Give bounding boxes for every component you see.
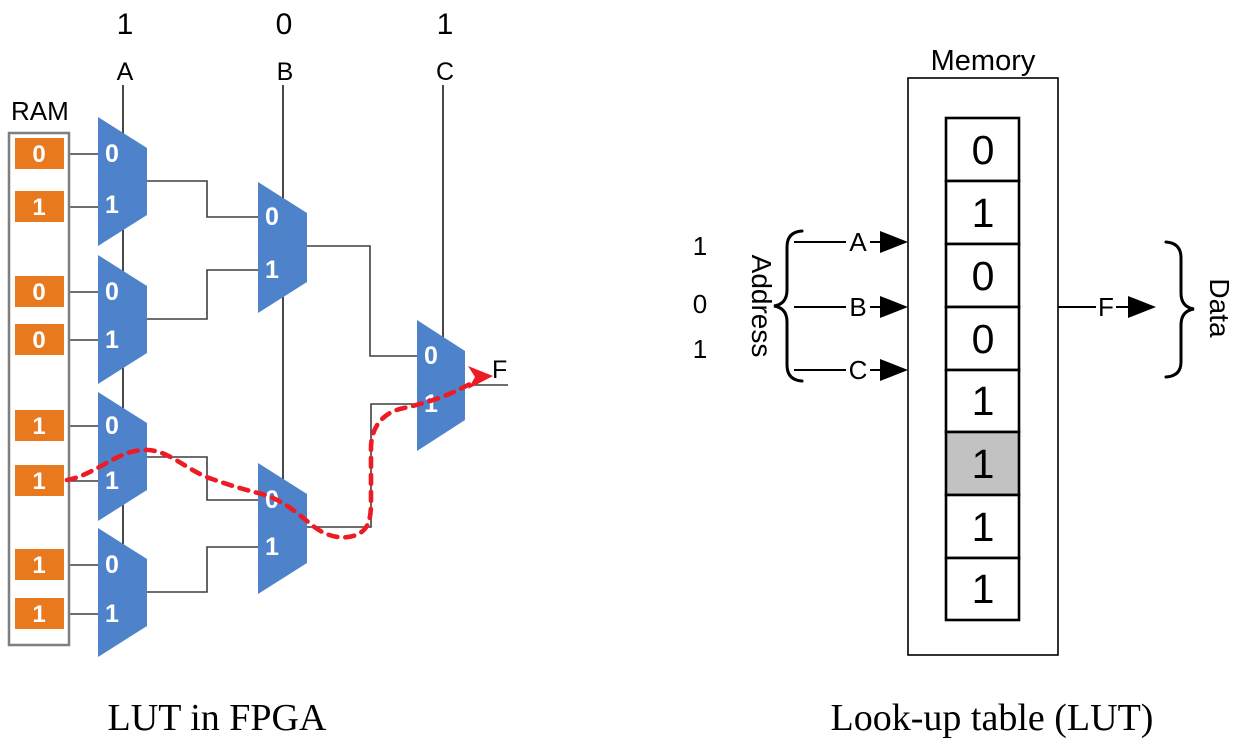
fpga-lut-diagram: 1 0 1 A B C RAM	[7, 8, 508, 739]
mux-port-1: 1	[105, 191, 119, 219]
mux-port-1: 1	[105, 467, 119, 495]
select-label-a: A	[117, 58, 134, 86]
select-value-c: 1	[437, 8, 454, 41]
data-label: Data	[1204, 278, 1233, 338]
memory-cells: 0 1 0 0 1 1 1 1	[944, 116, 1021, 622]
address-arrowhead-b	[880, 296, 908, 318]
ram-cell-value: 0	[32, 279, 45, 306]
select-label-b: B	[277, 58, 294, 86]
mux-port-0: 0	[265, 203, 279, 231]
memory-cell-value: 1	[972, 190, 995, 236]
address-bit-value-a: 1	[693, 231, 707, 261]
output-label-f: F	[492, 356, 507, 384]
ram-cell	[15, 324, 64, 355]
mux-stage2: 0 1 0 1	[258, 182, 307, 594]
select-value-a: 1	[117, 8, 134, 41]
memory-cell-value: 1	[972, 378, 995, 424]
mux-a1	[98, 117, 147, 246]
data-brace	[1164, 240, 1195, 379]
memory-cell-value: 1	[972, 441, 995, 487]
wire-mux-b1-out	[307, 245, 417, 357]
address-signal-a: A	[849, 227, 867, 257]
address-label: Address	[746, 255, 777, 358]
memory-cell-value: 0	[972, 127, 995, 173]
ram-cell-value: 1	[32, 601, 45, 628]
ram-cell-value: 0	[32, 327, 45, 354]
mux-stage1: 0 1 0 1 0 1 0 1	[98, 117, 147, 657]
mux-b2	[258, 463, 307, 594]
mux-stage3: 0 1	[417, 320, 465, 451]
wire-mux-a1-out	[147, 180, 258, 218]
mux-port-0: 0	[105, 140, 119, 168]
address-signal-c: C	[849, 355, 868, 385]
ram-cell-value: 1	[32, 468, 45, 495]
memory-cell-value: 0	[972, 253, 995, 299]
data-side: F Data	[1058, 240, 1233, 379]
mux-port-1: 1	[105, 600, 119, 628]
ram-cell	[15, 410, 64, 441]
ram-cell	[15, 191, 64, 222]
ram-cells: 0 1 0 0 1 1 1 1	[15, 138, 64, 629]
address-signal-b: B	[849, 292, 866, 322]
memory-cell-value: 1	[972, 504, 995, 550]
lut-memory-diagram: Memory 0 1 0 0 1 1 1 1 1 0 1	[693, 45, 1233, 739]
ram-cell-value: 1	[32, 413, 45, 440]
data-signal-f: F	[1098, 292, 1114, 322]
address-bit-value-c: 1	[693, 334, 707, 364]
select-label-c: C	[436, 58, 454, 86]
wire-mux-b2-out	[307, 403, 417, 528]
mux-port-1: 1	[424, 390, 438, 418]
ram-label: RAM	[11, 96, 69, 126]
ram-cell	[15, 465, 64, 496]
wire-mux-a4-out	[147, 546, 258, 593]
memory-cell-value: 0	[972, 316, 995, 362]
data-arrowhead-f	[1128, 296, 1156, 318]
ram-cell	[15, 549, 64, 580]
memory-cell	[944, 242, 1021, 309]
memory-cell	[944, 556, 1021, 622]
ram-cell-value: 1	[32, 194, 45, 221]
mux-b1	[258, 182, 307, 313]
ram-cell-value: 1	[32, 552, 45, 579]
mux-a2	[98, 255, 147, 384]
mux-port-1: 1	[265, 256, 279, 284]
mux-a4	[98, 528, 147, 657]
ram-cell-value: 0	[32, 141, 45, 168]
right-caption: Look-up table (LUT)	[831, 697, 1154, 739]
memory-outer-box	[907, 77, 1059, 656]
memory-title: Memory	[931, 45, 1036, 77]
ram-cell	[15, 276, 64, 307]
wire-mux-a3-out	[147, 456, 258, 501]
ram-cell	[15, 598, 64, 629]
address-arrowhead-a	[880, 231, 908, 253]
address-side: 1 0 1 Address A B C	[693, 227, 908, 385]
address-brace	[773, 229, 804, 383]
mux-c	[417, 320, 465, 451]
mux-port-1: 1	[265, 533, 279, 561]
address-arrowhead-c	[880, 359, 908, 381]
memory-cell-value: 1	[972, 566, 995, 612]
mux-port-1: 1	[105, 326, 119, 354]
selected-path-arrowhead	[468, 366, 493, 389]
memory-cell	[944, 368, 1021, 434]
mux-port-0: 0	[105, 412, 119, 440]
wire-mux-a2-out	[147, 269, 258, 320]
memory-cell	[944, 305, 1021, 372]
mux-port-0: 0	[424, 342, 438, 370]
mux-port-0: 0	[105, 551, 119, 579]
address-bit-value-b: 0	[693, 289, 707, 319]
selected-path-dashed	[64, 378, 480, 540]
mux-port-0: 0	[105, 278, 119, 306]
ram-cell	[15, 138, 64, 169]
left-caption: LUT in FPGA	[108, 697, 327, 739]
memory-cell	[944, 493, 1021, 560]
select-value-b: 0	[276, 8, 293, 41]
